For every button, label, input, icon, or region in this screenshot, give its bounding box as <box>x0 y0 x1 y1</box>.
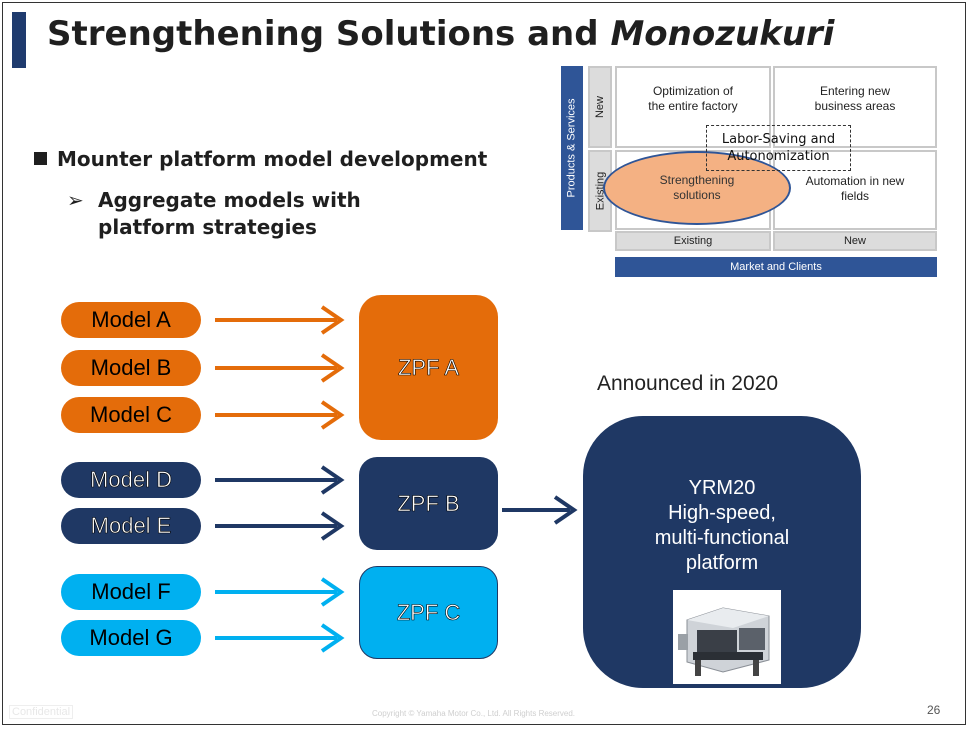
square-bullet-icon <box>34 152 47 165</box>
arrowhead-b <box>320 353 345 383</box>
zpf-c: ZPF C <box>359 566 498 659</box>
arrowhead-f <box>320 577 345 607</box>
arrowhead-a <box>320 305 345 335</box>
arrowhead-d <box>320 465 345 495</box>
model-g: Model G <box>61 620 201 656</box>
page-title: Strengthening Solutions and Monozukuri <box>47 14 835 54</box>
yrm20-machine-image <box>673 590 781 684</box>
x-existing-label: Existing <box>615 231 771 251</box>
model-d: Model D <box>61 462 201 498</box>
title-accent-bar <box>12 12 26 68</box>
model-c: Model C <box>61 397 201 433</box>
x-axis-label: Market and Clients <box>615 257 937 277</box>
model-b: Model B <box>61 350 201 386</box>
copyright-text: Copyright © Yamaha Motor Co., Ltd. All R… <box>372 709 576 718</box>
bullet-level2: ➢ Aggregate models with platform strateg… <box>67 188 361 239</box>
model-f: Model F <box>61 574 201 610</box>
arrowhead-c <box>320 400 345 430</box>
x-new-label: New <box>773 231 937 251</box>
arrowhead-e <box>320 511 345 541</box>
zpf-a: ZPF A <box>359 295 498 440</box>
confidential-label: Confidential <box>9 705 74 719</box>
y-axis-label: Products & Services <box>561 66 583 230</box>
arrowhead-g <box>320 623 345 653</box>
yrm20-platform: YRM20 High-speed, multi-functional platf… <box>583 416 861 688</box>
announcement-text: Announced in 2020 <box>597 372 778 395</box>
page-number: 26 <box>927 703 941 717</box>
zpf-b: ZPF B <box>359 457 498 550</box>
bullet-level1: Mounter platform model development <box>34 147 487 171</box>
model-e: Model E <box>61 508 201 544</box>
arrowhead-zpfb-yrm <box>553 495 578 525</box>
arrow-bullet-icon: ➢ <box>67 188 84 212</box>
model-a: Model A <box>61 302 201 338</box>
y-new-label: New <box>588 66 612 148</box>
